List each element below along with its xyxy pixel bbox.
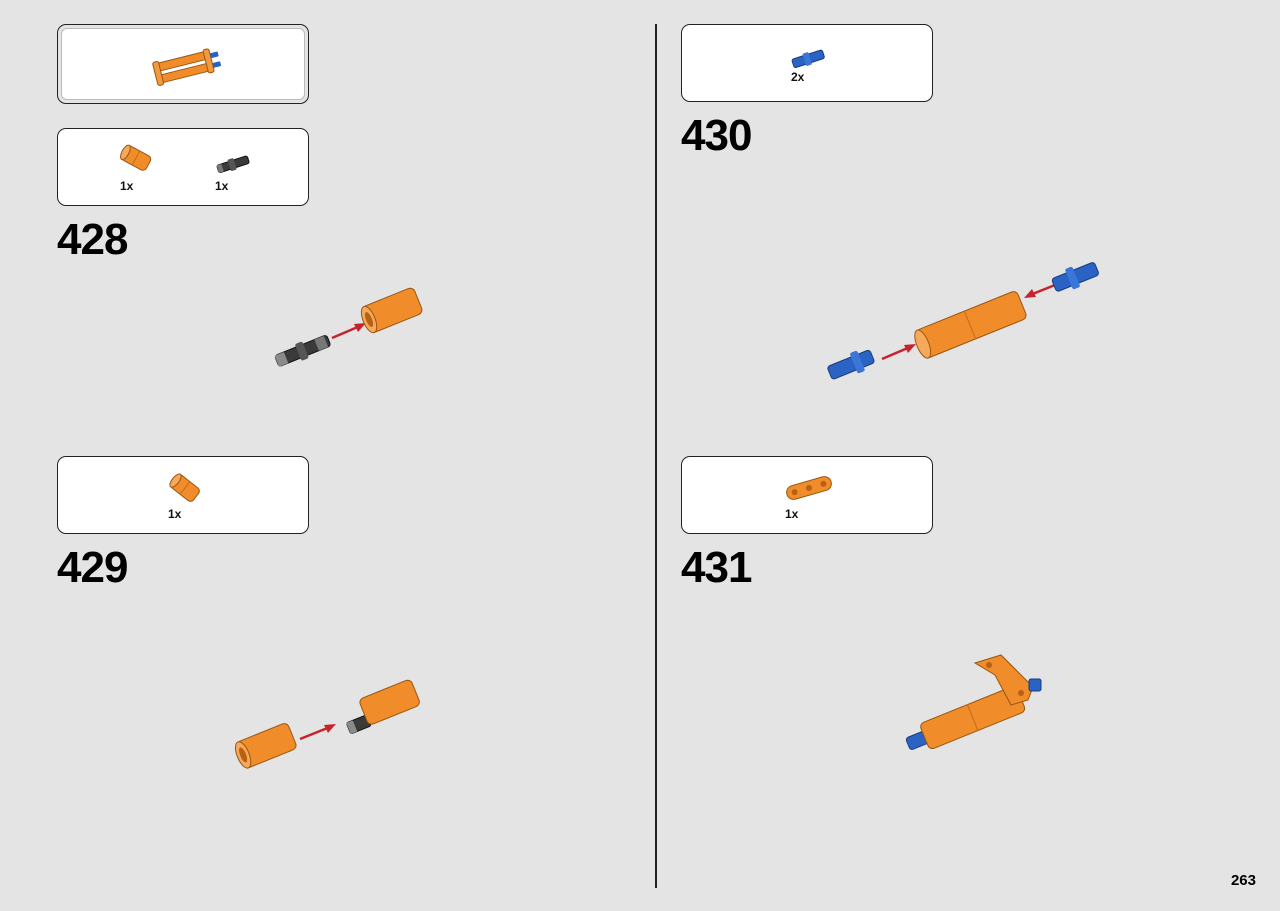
quantity-label: 1x [785,507,799,521]
quantity-label: 2x [791,70,805,84]
subassembly-image [152,48,222,86]
step-number: 431 [681,543,752,592]
parts-list-430: 2x [681,24,933,102]
page-number: 263 [1230,872,1256,889]
orange-tube-icon [120,144,152,171]
parts-list-431: 1x [681,456,933,534]
step-number: 430 [681,111,752,160]
step-number: 428 [57,215,128,264]
step-429-illustration [234,679,420,769]
subassembly-callout [57,24,309,104]
step-431-illustration [905,654,1042,750]
quantity-label: 1x [215,179,229,193]
black-pin-icon [216,155,250,174]
blue-pin-icon [791,49,825,68]
step-428-illustration [274,287,423,367]
step-430-illustration [827,262,1099,380]
orange-tube-icon [169,473,200,502]
quantity-label: 1x [120,179,134,193]
parts-list-429: 1x [57,456,309,534]
parts-list-428: 1x 1x [57,128,309,206]
quantity-label: 1x [168,507,182,521]
orange-liftarm-icon [786,476,832,500]
page-divider [655,24,657,888]
step-number: 429 [57,543,128,592]
